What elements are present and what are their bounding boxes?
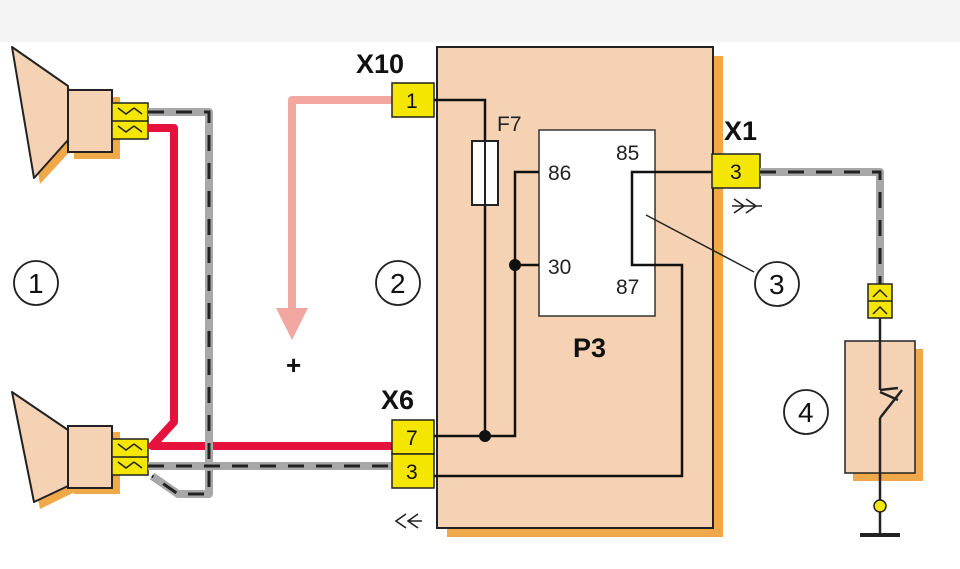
callout-3: 3 [754, 261, 800, 307]
horn-top-connector [111, 102, 149, 140]
connector-arrow-icon [394, 513, 422, 529]
svg-text:4: 4 [798, 397, 814, 428]
fuse-label: F7 [497, 113, 522, 136]
connector-x6: 7 3 [391, 419, 435, 489]
relay-pin-30: 30 [548, 256, 571, 279]
callout-4: 4 [783, 389, 829, 435]
junction-dot [509, 259, 521, 271]
connector-x1: 3 [711, 153, 761, 189]
connector-x1-label: X1 [724, 116, 757, 146]
supply-plus-label: + [286, 350, 301, 380]
svg-text:1: 1 [406, 90, 418, 113]
switch-connector [867, 283, 893, 319]
wire-red [148, 124, 395, 450]
connector-x10: 1 [391, 82, 435, 118]
junction-dot [479, 430, 491, 442]
wire-gray-horns [148, 108, 395, 498]
fuse-f7 [471, 140, 499, 206]
connector-x6-label: X6 [381, 385, 414, 415]
connector-arrow-icon [732, 198, 762, 214]
wire-gray-switch [760, 168, 884, 284]
relay-pin-87: 87 [616, 276, 639, 299]
svg-text:3: 3 [769, 269, 785, 300]
svg-text:3: 3 [406, 461, 418, 484]
relay-pin-86: 86 [548, 162, 571, 185]
relay-p3 [538, 129, 656, 317]
horn-icon [11, 391, 120, 509]
connector-x10-label: X10 [356, 49, 404, 79]
svg-text:1: 1 [28, 268, 44, 299]
ground-icon [860, 499, 900, 537]
callout-1: 1 [13, 260, 59, 306]
svg-text:2: 2 [390, 268, 406, 299]
svg-text:3: 3 [730, 161, 742, 184]
callout-2: 2 [375, 260, 421, 306]
top-strip [0, 0, 960, 42]
relay-name: P3 [573, 333, 606, 363]
supply-arrow-icon [276, 96, 392, 340]
horn-bottom-connector [111, 438, 149, 476]
relay-pin-85: 85 [616, 142, 639, 165]
horn-icon [11, 46, 120, 184]
callout-leader [645, 214, 755, 273]
svg-text:7: 7 [406, 427, 418, 450]
horn-switch-icon [844, 318, 923, 500]
